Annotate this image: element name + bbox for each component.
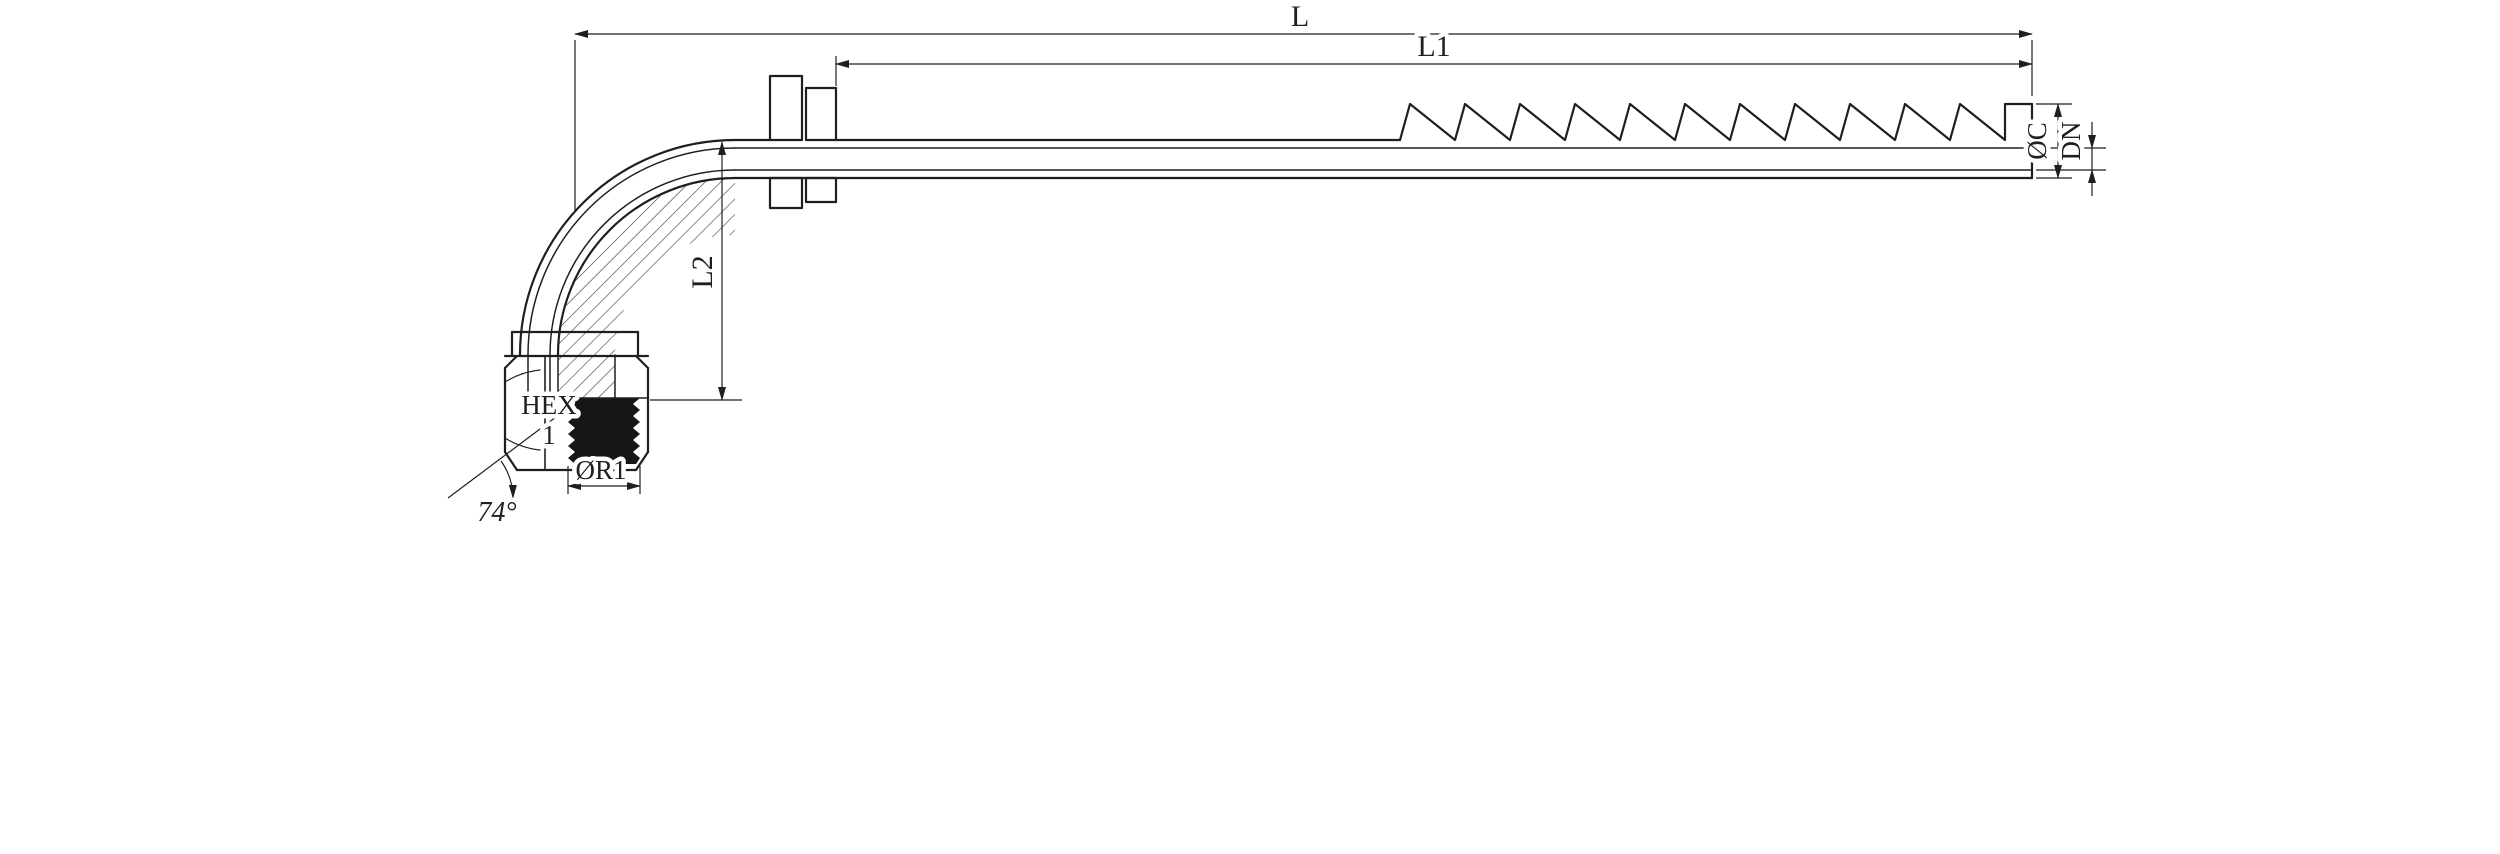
collar-block-bottom-right [804,176,838,204]
nut-chamfer-bottom-right [634,450,650,472]
dim-label-l1: L1 [1417,30,1450,63]
dimension-lines [447,30,2106,499]
nut-chamfer-top-left [503,354,519,370]
seat-angle-leader-line [447,407,569,499]
dimension-labels: L L1 L2 ØC DN ØR1 74° HEX 1 [473,0,2091,533]
elbow-bore-arc-inner [549,169,736,356]
dim-label-l: L [1291,0,1309,33]
collar-block-bottom-left [768,176,804,210]
nut-chamfer-arc-upper [504,369,541,383]
dim-label-seat-angle: 74° [477,497,516,528]
seat-angle-arc [500,460,517,499]
elbow-inner-arc [556,176,737,357]
nut-chamfer-arc-lower [504,437,541,451]
hex-label-line2: 1 [542,420,556,450]
hose-barbs-and-end [1398,102,2034,180]
elbow-bore-arc-outer [527,147,736,356]
elbow-section-hatching [558,178,735,398]
nut-chamfer-bottom-left [503,450,519,472]
hex-label-line1: HEX [521,390,577,420]
elbow-outer-arc [518,138,737,357]
collar-block-top-left [768,74,804,142]
dim-label-l2: L2 [686,255,719,288]
collar-block-top-right [804,86,838,142]
thread-section-black [568,398,640,464]
nut-chamfer-top-right [634,354,650,370]
dim-label-dia-r1: ØR1 [575,455,626,485]
dim-label-dia-c: ØC [2022,122,2052,160]
fitting-outline [503,74,2034,472]
dim-label-dn: DN [2056,122,2086,161]
